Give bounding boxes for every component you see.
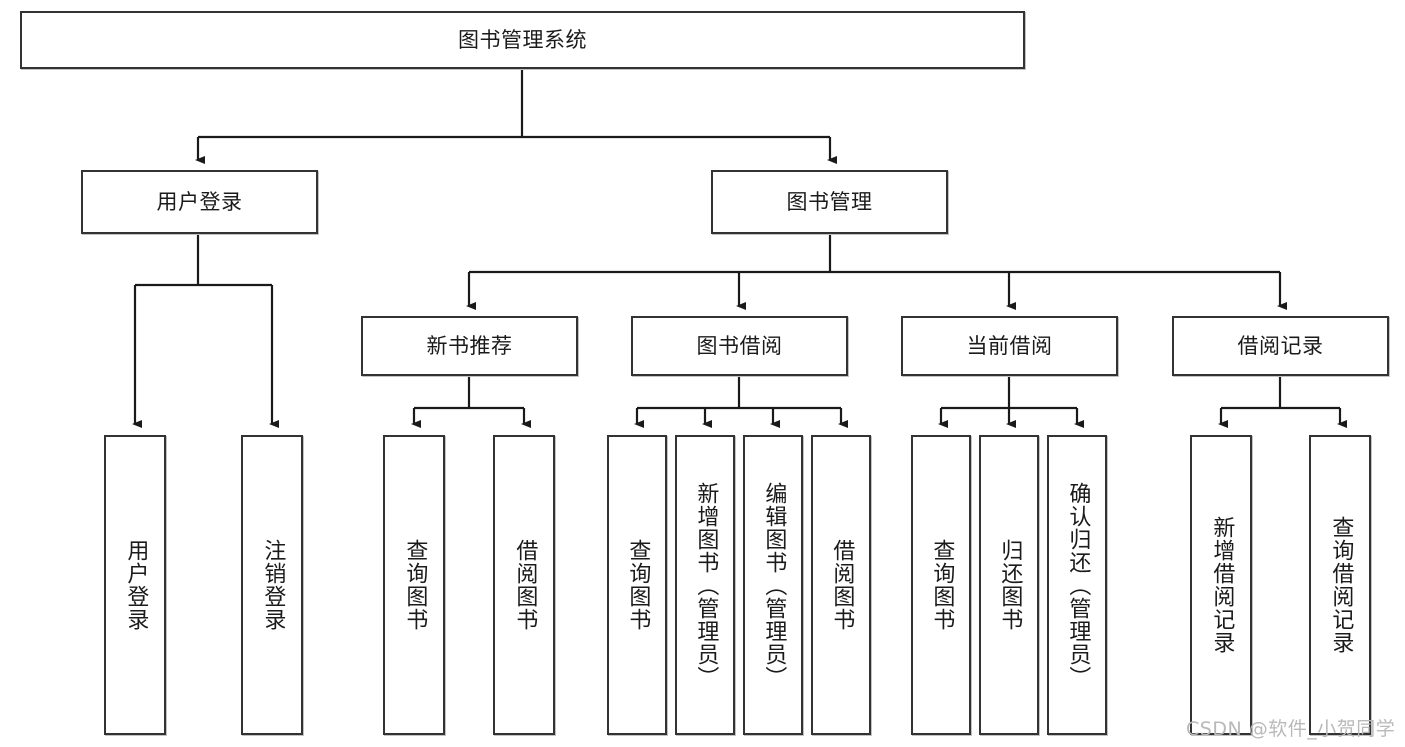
leaf-current-confirm-return-admin[interactable]: 确认归还（管理员） (1047, 435, 1107, 735)
node-label: 新书推荐 (426, 333, 513, 358)
leaf-current-return-book[interactable]: 归还图书 (979, 435, 1039, 735)
node-label: 新增借阅记录 (1209, 516, 1235, 654)
node-label: 用户登录 (123, 539, 149, 631)
node-label: 借阅记录 (1237, 333, 1324, 358)
node-label: 图书借阅 (696, 333, 783, 358)
csdn-watermark: CSDN @软件_小贺同学 (1186, 718, 1396, 740)
leaf-borrow-edit-book-admin[interactable]: 编辑图书（管理员） (743, 435, 803, 735)
node-current-borrow[interactable]: 当前借阅 (901, 316, 1118, 376)
node-label: 借阅图书 (512, 539, 538, 631)
leaf-user-login-login[interactable]: 用户登录 (104, 435, 166, 735)
node-user-login[interactable]: 用户登录 (81, 170, 318, 234)
leaf-record-add-record[interactable]: 新增借阅记录 (1190, 435, 1252, 735)
node-label: 图书管理 (786, 189, 873, 214)
node-label: 注销登录 (260, 539, 286, 631)
leaf-borrow-add-book-admin[interactable]: 新增图书（管理员） (675, 435, 735, 735)
node-label: 查询图书 (929, 539, 955, 631)
leaf-borrow-borrow-book[interactable]: 借阅图书 (811, 435, 871, 735)
node-label: 借阅图书 (829, 539, 855, 631)
leaf-recommend-query-book[interactable]: 查询图书 (383, 435, 445, 735)
node-label: 归还图书 (997, 539, 1023, 631)
node-label: 用户登录 (156, 189, 243, 214)
node-label: 确认归还（管理员） (1065, 481, 1091, 689)
node-label: 当前借阅 (966, 333, 1053, 358)
leaf-record-query-record[interactable]: 查询借阅记录 (1309, 435, 1371, 735)
node-label: 新增图书（管理员） (693, 481, 719, 689)
node-root-system[interactable]: 图书管理系统 (20, 11, 1025, 69)
node-book-management[interactable]: 图书管理 (711, 170, 948, 234)
node-label: 编辑图书（管理员） (761, 481, 787, 689)
node-label: 查询图书 (402, 539, 428, 631)
leaf-user-login-logout[interactable]: 注销登录 (241, 435, 303, 735)
leaf-recommend-borrow-book[interactable]: 借阅图书 (493, 435, 555, 735)
node-borrow-record[interactable]: 借阅记录 (1172, 316, 1389, 376)
node-label: 图书管理系统 (458, 27, 587, 52)
node-book-borrow[interactable]: 图书借阅 (631, 316, 848, 376)
leaf-current-query-book[interactable]: 查询图书 (911, 435, 971, 735)
node-new-book-recommend[interactable]: 新书推荐 (361, 316, 578, 376)
node-label: 查询图书 (625, 539, 651, 631)
node-label: 查询借阅记录 (1328, 516, 1354, 654)
leaf-borrow-query-book[interactable]: 查询图书 (607, 435, 667, 735)
